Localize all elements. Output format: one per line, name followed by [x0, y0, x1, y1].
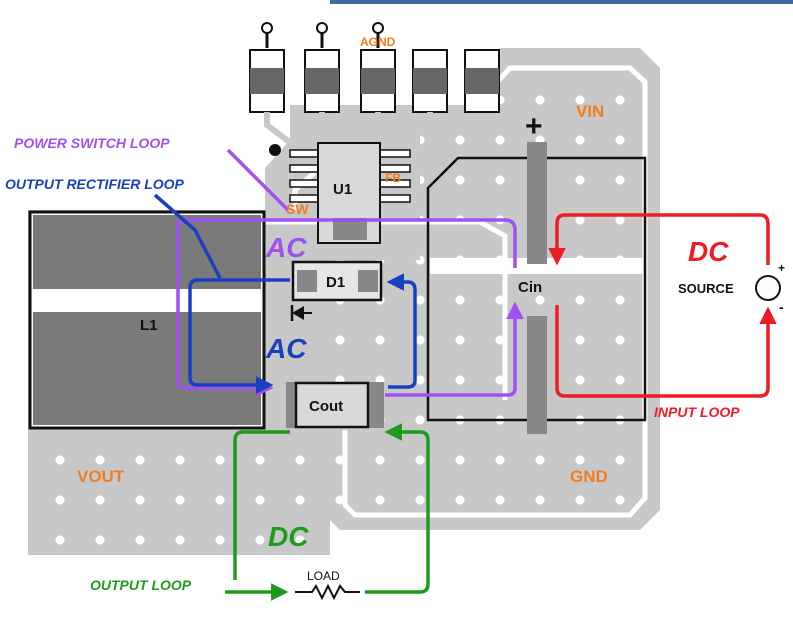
cout-capacitor [286, 381, 384, 429]
input-loop [548, 213, 781, 398]
dc-label-output: DC [268, 521, 309, 552]
load-resistor [295, 583, 360, 601]
source-minus: - [779, 299, 784, 315]
pad-5 [464, 49, 500, 113]
pad-2 [304, 22, 340, 113]
l1-inductor [28, 210, 266, 430]
pad-1 [249, 22, 285, 113]
cin-outline [426, 142, 647, 434]
vout-label: VOUT [77, 467, 125, 486]
output-loop [225, 423, 430, 601]
dc-label-input: DC [688, 236, 729, 267]
d1-label: D1 [326, 274, 345, 291]
cout-label: Cout [309, 398, 343, 415]
source-label: SOURCE [678, 281, 734, 296]
input-loop-label: INPUT LOOP [654, 404, 740, 420]
cin-label: Cin [518, 279, 542, 296]
load-label: LOAD [307, 569, 340, 583]
fb-label: FB [385, 171, 401, 185]
u1-chip [269, 142, 411, 244]
pad-3 [360, 22, 396, 113]
sw-label: SW [286, 201, 309, 217]
output-rectifier-loop [153, 193, 417, 394]
agnd-label: AGND [360, 35, 396, 49]
top-pads [249, 22, 500, 153]
pad-4 [412, 49, 448, 113]
u1-label: U1 [333, 181, 352, 198]
vin-label: VIN [576, 102, 604, 121]
power-switch-loop [176, 148, 524, 397]
source-plus: + [778, 261, 785, 275]
output-rectifier-loop-label: OUTPUT RECTIFIER LOOP [5, 176, 185, 192]
ac-label-upper: AC [265, 232, 307, 263]
ac-label-lower: AC [265, 333, 307, 364]
l1-label: L1 [140, 317, 158, 334]
output-loop-label: OUTPUT LOOP [90, 577, 192, 593]
top-bar [330, 0, 793, 4]
vin-plus-sign: + [525, 110, 543, 143]
gnd-label: GND [570, 467, 608, 486]
d1-diode [290, 260, 383, 321]
power-switch-loop-label: POWER SWITCH LOOP [14, 135, 170, 151]
